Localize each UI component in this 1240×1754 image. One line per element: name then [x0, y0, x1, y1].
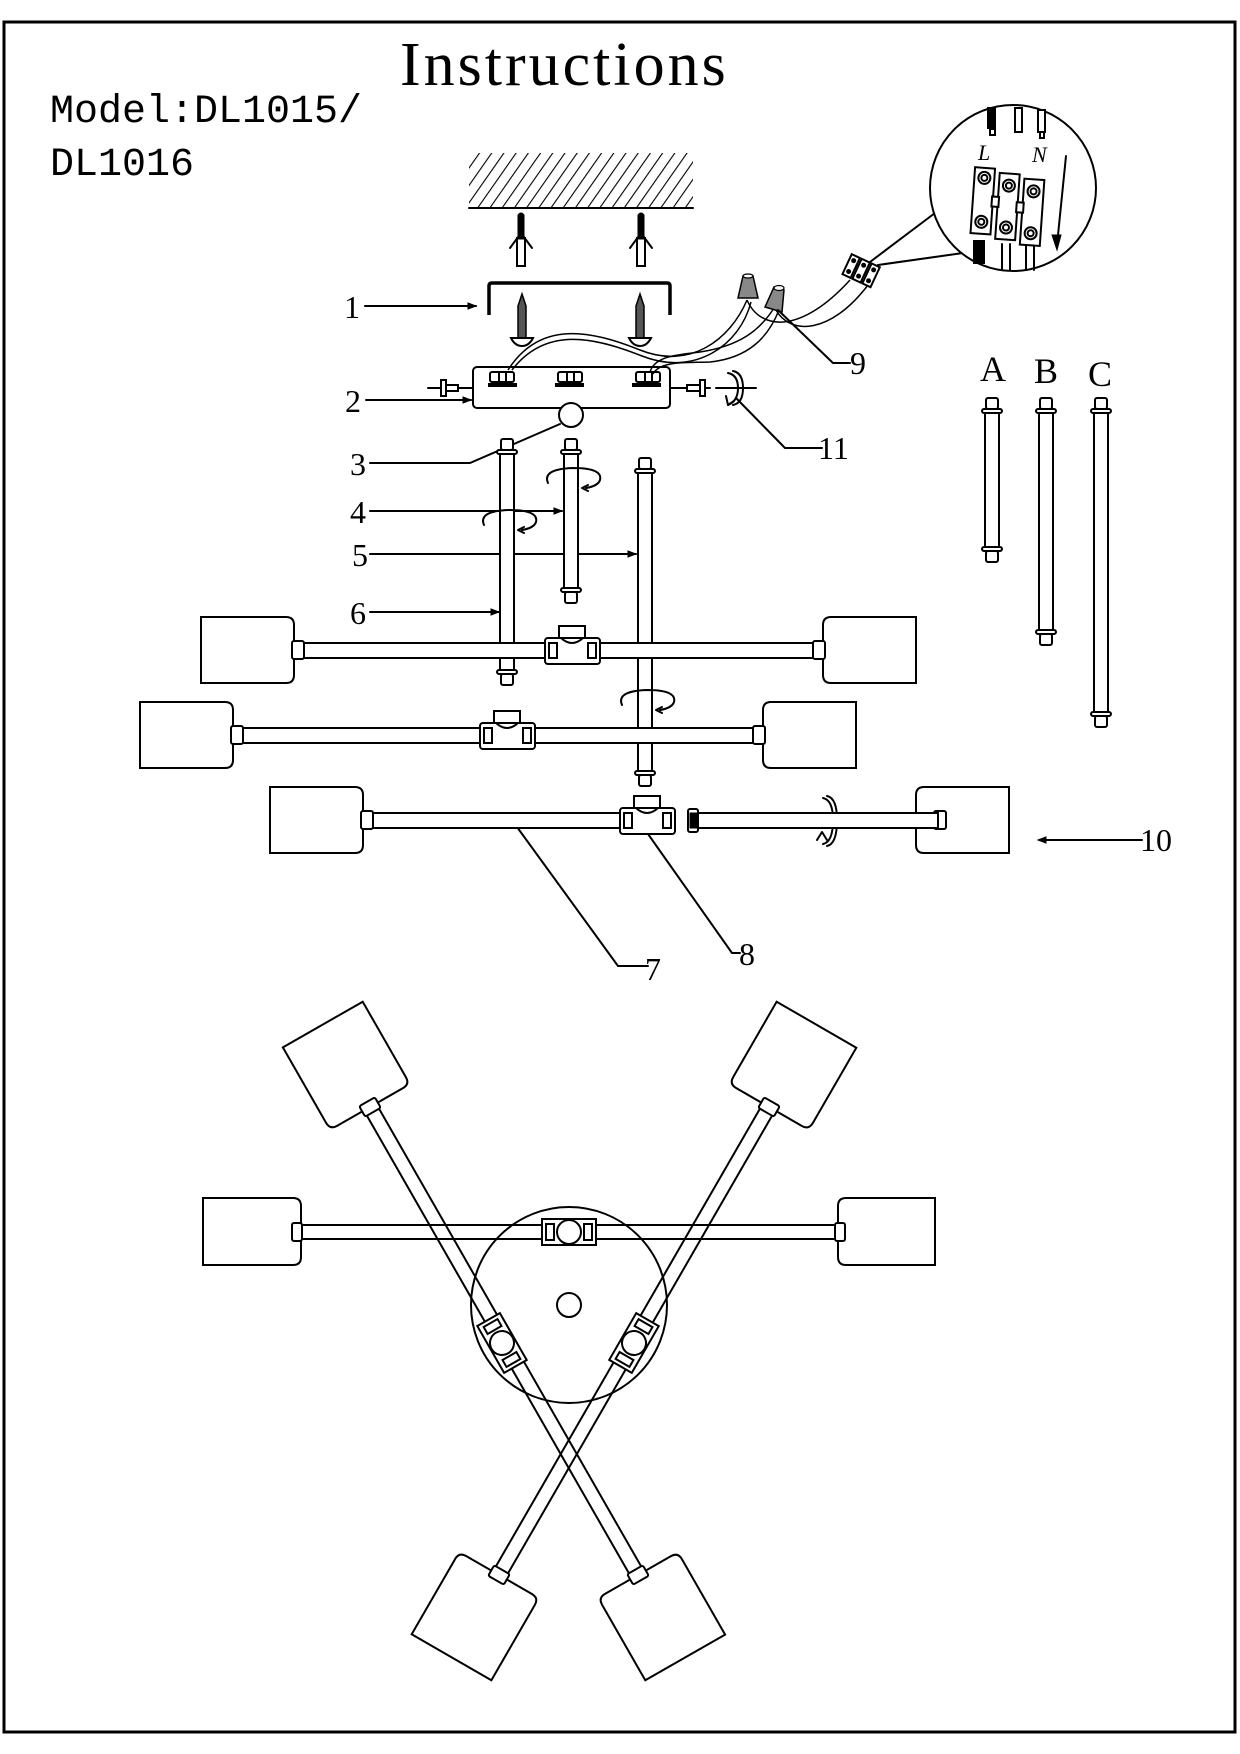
page-title: Instructions [400, 31, 729, 99]
t-connector [544, 625, 601, 665]
model-number-line1: Model:DL1015/ [50, 90, 362, 135]
neutral-wire-label: N [1031, 142, 1048, 167]
lamp-shade [599, 1553, 727, 1682]
mounting-bracket [487, 281, 672, 315]
live-wire-label: L [977, 140, 990, 165]
lamp-shade [139, 701, 234, 769]
hub-connector [475, 1311, 529, 1375]
t-connector [479, 710, 536, 750]
wall-anchor-icon [509, 212, 533, 267]
callout-number: 10 [1140, 822, 1172, 858]
wire-nut-icon [763, 284, 785, 313]
callout-number: 4 [350, 494, 366, 530]
rod-option-label: C [1088, 354, 1112, 394]
canopy [472, 366, 671, 409]
lamp-shade [762, 701, 857, 769]
assembly-rods [496, 438, 656, 787]
terminal-block-icon [841, 252, 882, 289]
terminal-nut-icon [555, 371, 584, 387]
callout-number: 9 [850, 345, 866, 381]
socket-fitting [291, 640, 305, 660]
socket-fitting [230, 725, 244, 745]
ceiling-icon [468, 153, 694, 209]
wire-nut-icon [737, 273, 759, 299]
callout-number: 5 [352, 537, 368, 573]
canopy-hole [556, 1292, 582, 1318]
canopy-top-view [470, 1206, 668, 1404]
rod-option-a [981, 397, 1003, 563]
side-screw-icon [427, 379, 474, 397]
arm [362, 812, 626, 829]
lamp-shade [200, 616, 295, 684]
hub-connector [541, 1218, 597, 1246]
lamp-shade [834, 1197, 936, 1266]
rod-options [981, 397, 1112, 728]
callout-number: 3 [350, 446, 366, 482]
lamp-shade [410, 1553, 538, 1682]
rod-option-label: B [1034, 351, 1058, 391]
callout-number: 11 [818, 430, 849, 466]
screw-icon [509, 291, 535, 348]
wall-anchor-icon [629, 212, 653, 267]
callout-number: 1 [344, 289, 360, 325]
rotate-arrow-icon [620, 689, 676, 714]
t-connector [619, 795, 676, 835]
lamp-shade [915, 786, 1010, 854]
lamp-shade [281, 1000, 409, 1129]
lamp-shade [269, 786, 364, 854]
rod-option-b [1035, 397, 1057, 646]
arm-row [139, 701, 857, 769]
side-screw-icon [669, 379, 711, 397]
callout-leaders [364, 302, 1143, 967]
screw-icon [627, 291, 653, 348]
wiring-detail-callout: L N [869, 104, 1097, 272]
page-border [2, 20, 1237, 1734]
callout-number: 8 [739, 936, 755, 972]
terminal-nut-icon [488, 371, 517, 387]
socket-fitting [752, 725, 766, 745]
hub-connector [607, 1311, 661, 1375]
canopy-hole [558, 402, 584, 428]
rod-6 [496, 438, 518, 686]
loose-arm [687, 808, 939, 833]
socket-fitting [360, 810, 374, 830]
rod-option-label: A [980, 349, 1006, 389]
callout-number: 2 [345, 383, 361, 419]
lamp-shade [822, 616, 917, 684]
wires [507, 279, 869, 375]
rotate-arrow-icon [482, 509, 538, 534]
rod-5 [634, 457, 656, 787]
arm-rows [139, 616, 1010, 854]
socket-fitting [812, 640, 826, 660]
arm-row [200, 616, 917, 684]
rod-4 [560, 438, 582, 604]
rotate-arrow-icon [715, 370, 757, 406]
arm-row [269, 786, 1010, 854]
lamp-shade [202, 1197, 303, 1266]
rod-option-c [1090, 397, 1112, 728]
terminal-nut-icon [632, 371, 661, 387]
lamp-shade [730, 1000, 858, 1129]
rotate-arrow-icon [546, 467, 602, 492]
callout-number: 6 [350, 595, 366, 631]
model-number-line2: DL1016 [50, 143, 194, 188]
top-view-assembly [202, 1000, 936, 1682]
callout-number: 7 [645, 951, 661, 987]
